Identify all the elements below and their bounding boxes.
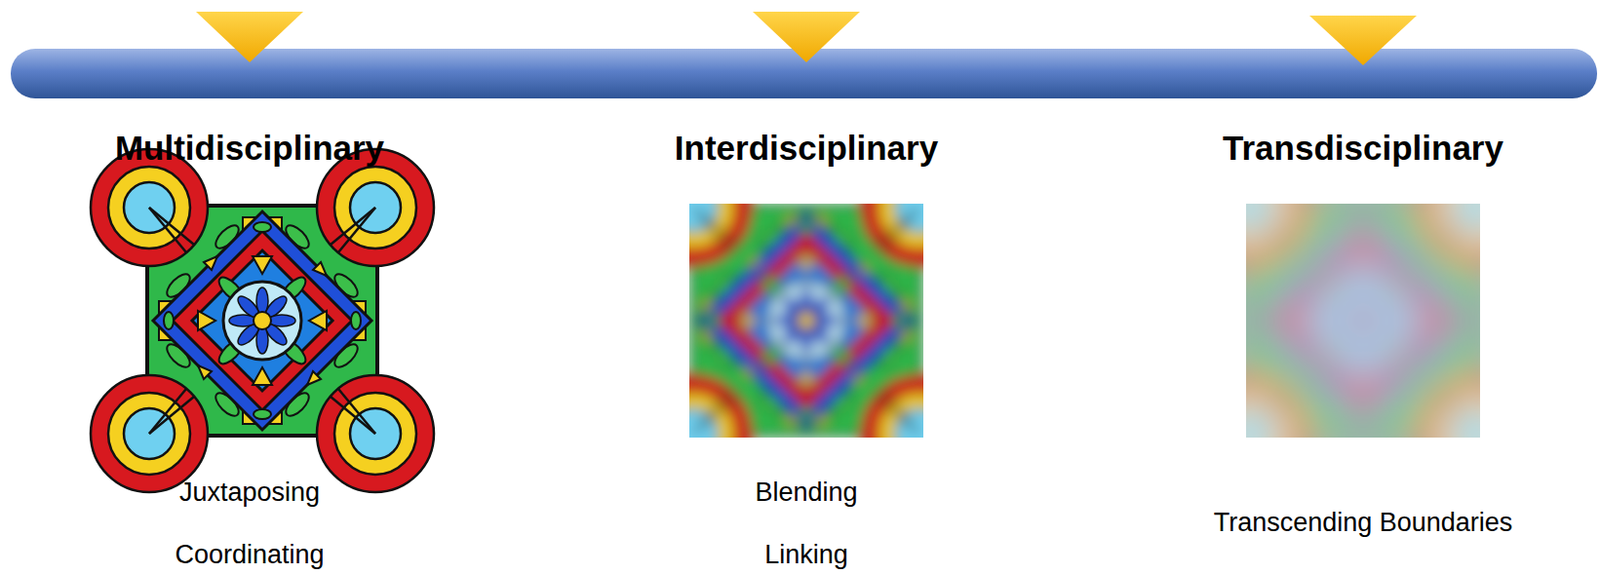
process-word: Juxtaposing	[179, 477, 320, 508]
stained-glass	[90, 149, 434, 493]
marker-triangle	[195, 11, 304, 63]
stained-glass	[1246, 203, 1481, 438]
marker-triangle	[752, 11, 860, 63]
sharp-glass-image	[90, 149, 434, 493]
process-word: Linking	[764, 540, 849, 571]
marker-triangle	[1309, 15, 1417, 66]
art-shape	[1246, 203, 1481, 438]
process-word: Transcending Boundaries	[1213, 507, 1514, 539]
diffuse-glass-image	[1191, 149, 1535, 493]
column-heading: Interdisciplinary	[674, 128, 938, 168]
column-heading: Multidisciplinary	[115, 128, 385, 168]
column-heading: Transdisciplinary	[1222, 128, 1504, 168]
art-shape	[689, 203, 924, 438]
blended-glass-image	[634, 149, 978, 493]
process-word: Coordinating	[174, 540, 324, 571]
process-word: Blending	[754, 477, 858, 508]
stained-glass	[689, 203, 924, 438]
art-shape	[1246, 203, 1481, 438]
art-shape	[1246, 203, 1481, 438]
